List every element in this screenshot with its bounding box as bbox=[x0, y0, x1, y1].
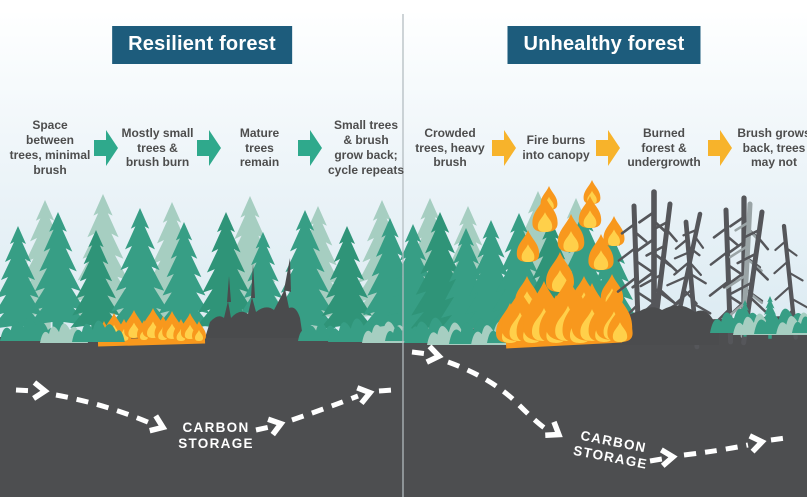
right-arrow-icon bbox=[94, 130, 118, 166]
right-arrow-icon bbox=[298, 130, 322, 166]
right-arrow-icon bbox=[708, 130, 732, 166]
right-arrow-icon bbox=[197, 130, 221, 166]
ground-fire-small bbox=[97, 308, 206, 347]
resilient-step-1: Space between trees, minimal brush bbox=[9, 118, 91, 177]
unhealthy-step-3: Burned forest & undergrowth bbox=[627, 125, 701, 170]
resilient-step-4: Small trees & brush grow back; cycle rep… bbox=[327, 118, 405, 177]
right-arrow-icon bbox=[492, 130, 516, 166]
unhealthy-step-4: Brush grows back, trees may not bbox=[737, 125, 807, 170]
burned-brush-patch bbox=[205, 258, 303, 338]
burned-debris-mound bbox=[612, 305, 719, 345]
resilient-flow: Space between trees, minimal brush Mostl… bbox=[4, 104, 404, 192]
unhealthy-flow: Crowded trees, heavy brush Fire burns in… bbox=[406, 104, 807, 192]
carbon-storage-label-resilient: CARBON STORAGE bbox=[178, 420, 254, 451]
unhealthy-forest-title: Unhealthy forest bbox=[507, 26, 701, 64]
ground-fire-large bbox=[496, 277, 633, 349]
unhealthy-step-1: Crowded trees, heavy brush bbox=[415, 125, 485, 170]
resilient-step-2: Mostly small trees & brush burn bbox=[121, 125, 194, 170]
carbon-path-resilient bbox=[15, 382, 394, 434]
resilient-step-3: Mature trees remain bbox=[239, 125, 280, 170]
carbon-path-unhealthy bbox=[411, 346, 787, 465]
resilient-forest-title: Resilient forest bbox=[112, 26, 292, 64]
right-arrow-icon bbox=[596, 130, 620, 166]
unhealthy-step-2: Fire burns into canopy bbox=[522, 133, 590, 162]
